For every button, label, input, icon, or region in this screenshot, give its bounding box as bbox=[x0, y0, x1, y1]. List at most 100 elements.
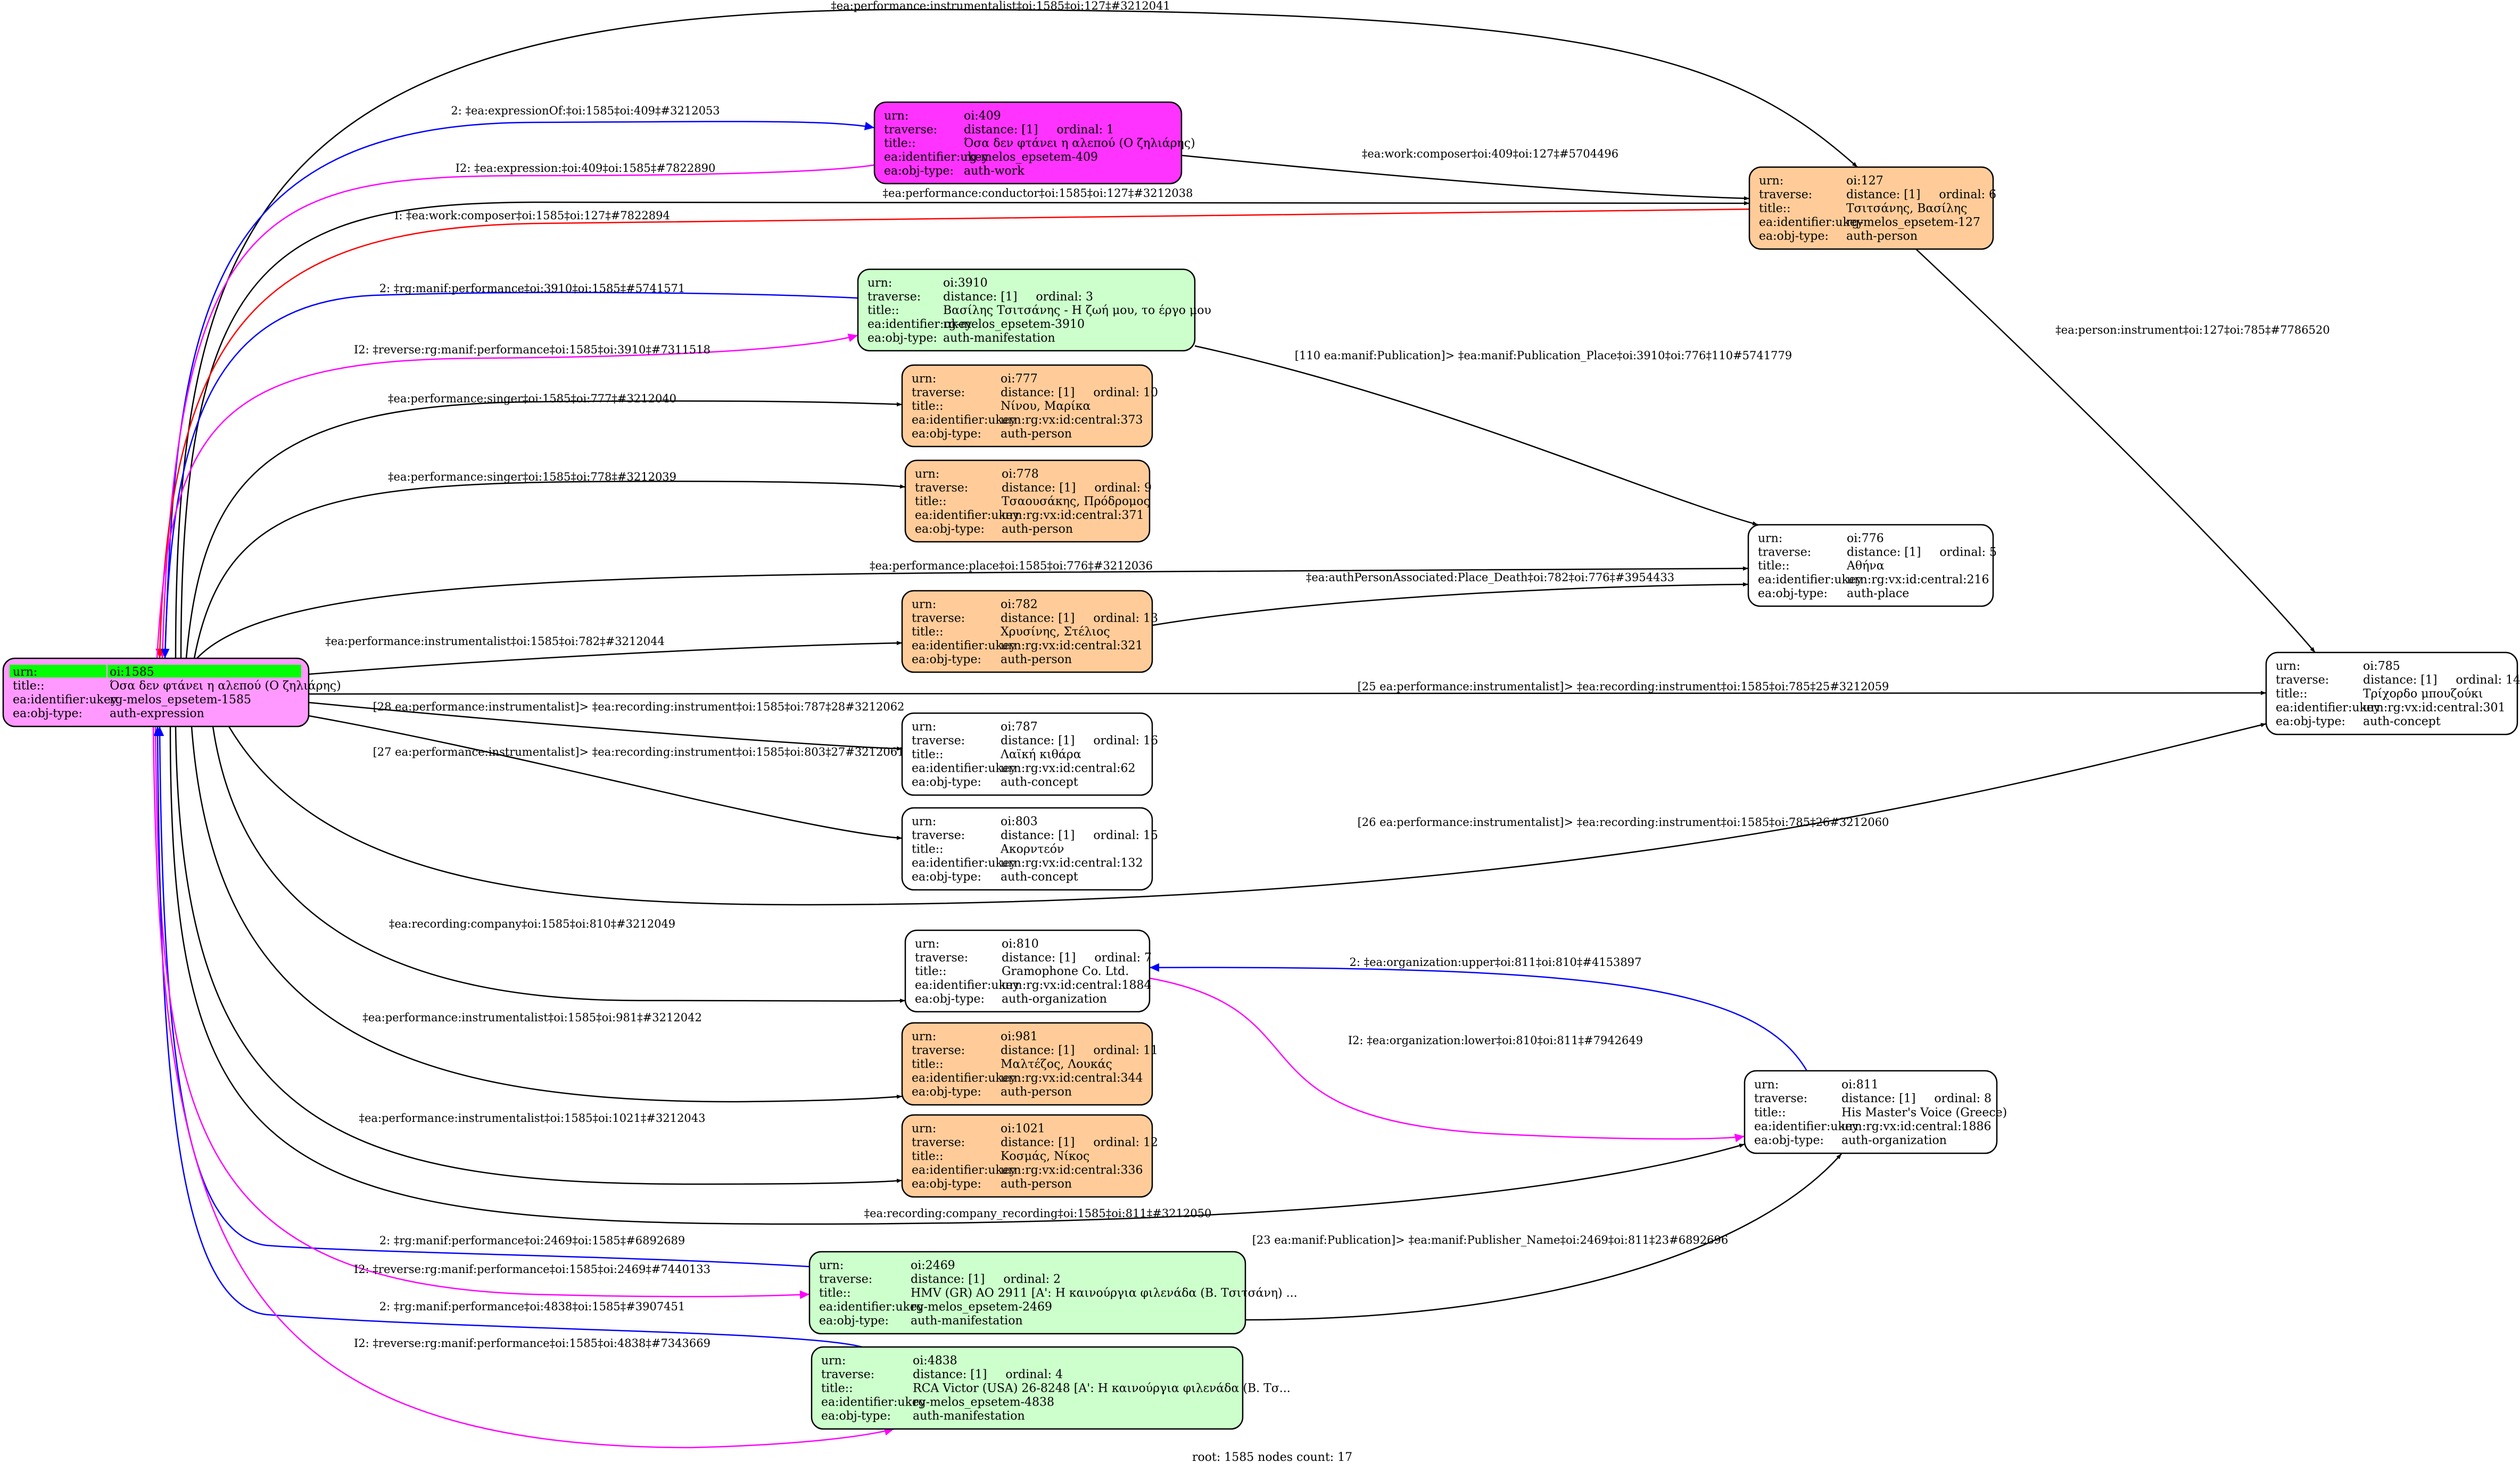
node-field-label-ukey: ea:identifier:ukey bbox=[819, 1301, 924, 1314]
node-field-value-ukey: urn:rg:vx:id:central:1884 bbox=[1002, 979, 1151, 992]
node-field-label-traverse: traverse: bbox=[915, 951, 968, 964]
node-field-label-objtype: ea:obj-type: bbox=[915, 523, 985, 536]
node-field-label-urn: urn: bbox=[912, 815, 936, 829]
node-field-label-traverse: traverse: bbox=[912, 829, 965, 842]
node-field-label-urn: urn: bbox=[912, 721, 936, 734]
edge-label: 2: ‡rg:manif:performance‡oi:4838‡oi:1585… bbox=[379, 1300, 685, 1313]
node-field-label-title: title:: bbox=[912, 843, 944, 856]
node-field-value-traverse: distance: [1] ordinal: 10 bbox=[1001, 386, 1158, 399]
node-box bbox=[901, 712, 1153, 796]
node-field-value-ukey: rg-melos_epsetem-3910 bbox=[943, 318, 1085, 331]
node-field-label-urn: urn: bbox=[912, 373, 936, 386]
node-field-value-urn: oi:3910 bbox=[943, 277, 988, 290]
graph-edge-409-127 bbox=[1181, 154, 1750, 201]
node-field-label-title: title:: bbox=[915, 495, 947, 508]
node-field-label-title: title:: bbox=[915, 965, 947, 978]
node-field-value-traverse: distance: [1] ordinal: 9 bbox=[1002, 481, 1152, 494]
node-field-value-ukey: urn:rg:vx:id:central:132 bbox=[1001, 857, 1143, 870]
edge-label: 2: ‡rg:manif:performance‡oi:3910‡oi:1585… bbox=[379, 282, 685, 295]
node-field-value-urn: oi:782 bbox=[1001, 598, 1038, 611]
node-field-label-objtype: ea:obj-type: bbox=[912, 427, 981, 441]
node-field-label-urn: urn: bbox=[884, 110, 908, 123]
node-field-value-objtype: auth-manifestation bbox=[943, 332, 1055, 345]
graph-edge-1585-785 bbox=[228, 723, 2267, 906]
edge-label: ‡ea:performance:instrumentalist‡oi:1585‡… bbox=[359, 1112, 706, 1125]
graph-edge-782-776 bbox=[1152, 582, 1749, 626]
node-field-value-traverse: distance: [1] ordinal: 14 bbox=[2363, 674, 2520, 687]
node-field-value-traverse: distance: [1] ordinal: 3 bbox=[943, 290, 1093, 303]
graph-node-787[interactable]: urn: oi:787 traverse: distance: [1] ordinal… bbox=[901, 712, 1158, 796]
node-field-label-objtype: ea:obj-type: bbox=[2276, 715, 2345, 729]
node-field-label-traverse: traverse: bbox=[912, 1136, 965, 1150]
node-field-label-title: title:: bbox=[819, 1287, 851, 1300]
node-field-label-objtype: ea:obj-type: bbox=[912, 1178, 981, 1191]
node-field-value-objtype: auth-person bbox=[1001, 1178, 1072, 1191]
node-field-value-urn: oi:787 bbox=[1001, 721, 1038, 734]
node-field-value-title: Τρίχορδο μπουζούκι bbox=[2363, 688, 2483, 701]
node-field-value-title: Όσα δεν φτάνει η αλεπού (Ο ζηλιάρης) bbox=[110, 680, 341, 693]
node-field-value-ukey: urn:rg:vx:id:central:216 bbox=[1847, 573, 1989, 586]
edge-label: ‡ea:work:composer‡oi:409‡oi:127‡#5704496 bbox=[1362, 147, 1618, 160]
edge-label: I2: ‡reverse:rg:manif:performance‡oi:158… bbox=[354, 1263, 710, 1276]
node-field-value-objtype: auth-person bbox=[1002, 523, 1073, 536]
node-field-value-urn: oi:1021 bbox=[1001, 1122, 1045, 1136]
node-field-label-objtype: ea:obj-type: bbox=[13, 707, 82, 721]
node-field-value-urn: oi:777 bbox=[1001, 373, 1038, 386]
node-field-label-traverse: traverse: bbox=[821, 1368, 874, 1382]
edge-label: [25 ea:performance:instrumentalist]> ‡ea… bbox=[1358, 680, 1889, 693]
node-field-value-ukey: urn:rg:vx:id:central:62 bbox=[1001, 762, 1135, 775]
node-field-value-title: Αθήνα bbox=[1846, 559, 1885, 573]
graph-edge-1585-810 bbox=[212, 726, 906, 1003]
node-field-value-traverse: distance: [1] ordinal: 16 bbox=[1001, 734, 1158, 748]
node-field-value-ukey: rg-melos_epsetem-127 bbox=[1846, 216, 1980, 229]
node-field-value-title: Όσα δεν φτάνει η αλεπού (Ο ζηλιάρης) bbox=[964, 137, 1195, 150]
node-box bbox=[1744, 1070, 1998, 1154]
node-field-label-traverse: traverse: bbox=[912, 734, 965, 748]
node-field-value-urn: oi:127 bbox=[1846, 175, 1883, 188]
node-field-value-traverse: distance: [1] ordinal: 13 bbox=[1001, 611, 1158, 625]
node-field-value-objtype: auth-expression bbox=[110, 707, 204, 721]
node-field-value-title: Gramophone Co. Ltd. bbox=[1002, 965, 1129, 978]
node-field-value-ukey: rg-melos_epsetem-409 bbox=[964, 151, 1098, 164]
node-field-value-title: HMV (GR) AO 2911 [A': Η καινούργια φιλεν… bbox=[911, 1287, 1298, 1300]
node-field-label-ukey: ea:identifier:ukey bbox=[915, 979, 1020, 992]
node-field-value-traverse: distance: [1] ordinal: 7 bbox=[1002, 951, 1152, 964]
node-field-value-objtype: auth-concept bbox=[2363, 715, 2441, 729]
graph-edge-3910-776 bbox=[1194, 345, 1758, 526]
node-field-value-objtype: auth-person bbox=[1001, 653, 1072, 666]
node-field-label-ukey: ea:identifier:ukey bbox=[867, 318, 972, 331]
node-field-label-title: title:: bbox=[912, 1150, 944, 1163]
node-field-label-ukey: ea:identifier:ukey bbox=[2276, 701, 2381, 715]
node-field-label-ukey: ea:identifier:ukey bbox=[912, 639, 1017, 652]
edge-label: [27 ea:performance:instrumentalist]> ‡ea… bbox=[373, 746, 905, 758]
graph-edge-1585-811 bbox=[169, 726, 1745, 1225]
node-field-value-title: Νίνου, Μαρίκα bbox=[1001, 400, 1091, 413]
node-field-value-urn: oi:810 bbox=[1002, 938, 1039, 951]
node-field-label-urn: urn: bbox=[1758, 532, 1782, 546]
node-box bbox=[901, 1114, 1153, 1198]
graph-edge-1585-803 bbox=[308, 715, 903, 840]
node-field-value-objtype: auth-manifestation bbox=[911, 1315, 1023, 1328]
node-field-label-traverse: traverse: bbox=[1758, 546, 1811, 559]
node-field-label-title: title:: bbox=[912, 748, 944, 762]
node-field-label-title: title:: bbox=[2276, 688, 2308, 701]
node-field-label-ukey: ea:identifier:ukey bbox=[1758, 573, 1863, 586]
node-field-value-objtype: auth-work bbox=[964, 164, 1024, 178]
